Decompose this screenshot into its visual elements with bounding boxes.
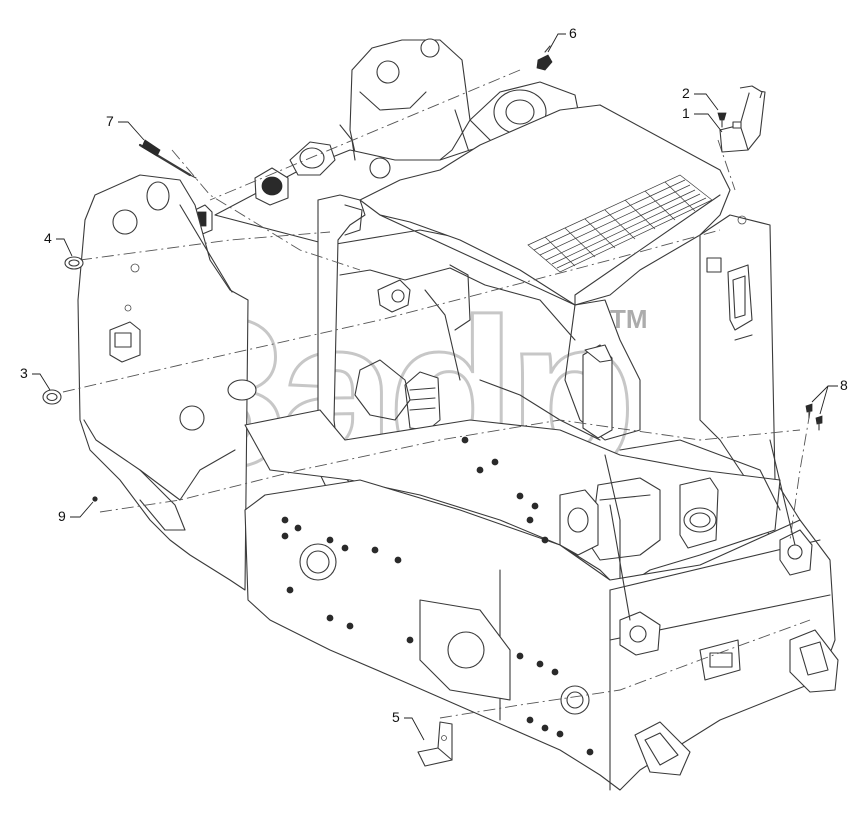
callout-3-label: 3 bbox=[20, 365, 28, 381]
callout-8: 8 bbox=[811, 377, 848, 415]
callout-1-label: 1 bbox=[682, 105, 690, 121]
callout-9-label: 9 bbox=[58, 508, 66, 524]
roof-grille bbox=[527, 174, 713, 273]
skid-steer-frame bbox=[77, 38, 839, 791]
part-pin-9 bbox=[92, 496, 98, 502]
callout-7: 7 bbox=[106, 113, 145, 141]
part-bracket-5 bbox=[417, 721, 453, 767]
callout-4: 4 bbox=[44, 230, 73, 257]
callout-1: 1 bbox=[682, 105, 723, 133]
part-rod-7 bbox=[138, 139, 197, 179]
callout-2-label: 2 bbox=[682, 85, 690, 101]
part-clip-3 bbox=[42, 389, 62, 405]
part-bracket-1 bbox=[719, 85, 766, 153]
callout-9: 9 bbox=[58, 501, 94, 524]
part-plug-6 bbox=[536, 45, 553, 71]
assembly-lines bbox=[62, 69, 811, 719]
part-screws-8 bbox=[805, 403, 823, 431]
callout-6-label: 6 bbox=[569, 25, 577, 41]
callout-4-label: 4 bbox=[44, 230, 52, 246]
callout-5: 5 bbox=[392, 709, 425, 741]
callout-7-label: 7 bbox=[106, 113, 114, 129]
callout-6: 6 bbox=[547, 25, 577, 53]
callout-3: 3 bbox=[20, 365, 51, 391]
part-screw-2 bbox=[717, 112, 727, 128]
callout-2: 2 bbox=[682, 85, 719, 111]
callout-8-label: 8 bbox=[840, 377, 848, 393]
callout-5-label: 5 bbox=[392, 709, 400, 725]
part-ring-4 bbox=[64, 256, 84, 270]
